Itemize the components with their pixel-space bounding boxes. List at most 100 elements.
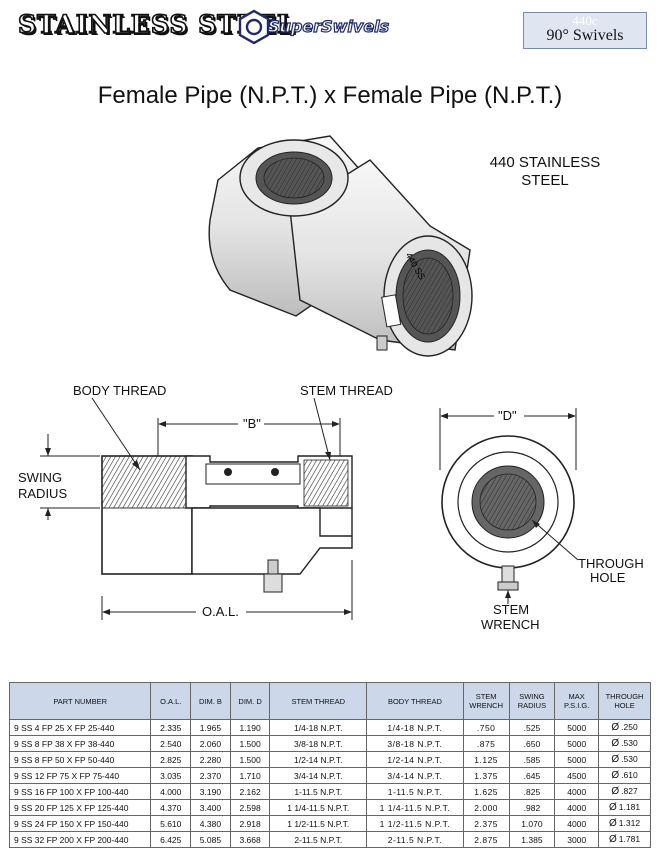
- cell-swing-radius: .585: [508, 751, 556, 768]
- through-hole-value: 1.181: [618, 802, 641, 812]
- cell-stem-wrench: .750: [462, 719, 510, 736]
- side-section-drawing: [40, 397, 353, 620]
- cell-dim-d: 1.710: [229, 767, 271, 784]
- cell-max-psig: 4000: [554, 815, 600, 832]
- cell-body-thread: 1-11.5 N.P.T.: [366, 783, 464, 800]
- col-stem-wrench: STEM WRENCH: [462, 682, 510, 720]
- material-note: 440 STAINLESS STEEL: [470, 154, 620, 190]
- cell-dim-b: 2.370: [190, 767, 231, 784]
- cell-dim-d: 2.162: [229, 783, 271, 800]
- diameter-symbol: Ø: [611, 738, 620, 749]
- cell-stem-thread: 2-11.5 N.P.T.: [269, 831, 368, 848]
- col-swing-radius: SWING RADIUS: [508, 682, 556, 720]
- cell-part-number: 9 SS 20 FP 125 X FP 125-440: [8, 799, 152, 816]
- cell-dim-d: 1.500: [229, 735, 271, 752]
- cell-part-number: 9 SS 16 FP 100 X FP 100-440: [8, 783, 152, 800]
- diameter-symbol: Ø: [609, 818, 617, 829]
- through-hole-label-1: THROUGH: [578, 556, 644, 571]
- table-header-row: PART NUMBER O.A.L. DIM. B DIM. D STEM TH…: [8, 682, 651, 720]
- table-row: 9 SS 24 FP 150 X FP 150-440 5.610 4.380 …: [8, 815, 651, 832]
- cell-stem-thread: 1/4-18 N.P.T.: [269, 719, 368, 736]
- cell-oal: 3.035: [150, 767, 192, 784]
- material-line-1: 440 STAINLESS: [489, 154, 601, 171]
- cell-max-psig: 4500: [554, 767, 600, 784]
- col-dim-d: DIM. D: [229, 682, 271, 720]
- cell-swing-radius: .982: [508, 799, 556, 816]
- cell-dim-b: 3.190: [190, 783, 231, 800]
- cell-max-psig: 5000: [554, 719, 600, 736]
- cell-dim-b: 4.380: [190, 815, 231, 832]
- swivel-3d-illustration: 440 SS: [208, 135, 473, 357]
- cell-swing-radius: 1.070: [508, 815, 556, 832]
- cell-dim-b: 5.085: [190, 831, 231, 848]
- cell-stem-thread: 1 1/4-11.5 N.P.T.: [269, 799, 368, 816]
- cell-stem-wrench: 2.000: [462, 799, 510, 816]
- cell-stem-wrench: 2.375: [462, 815, 510, 832]
- cell-through-hole: Ø.610: [598, 767, 651, 784]
- cell-part-number: 9 SS 12 FP 75 X FP 75-440: [8, 767, 152, 784]
- cell-max-psig: 5000: [554, 751, 600, 768]
- through-hole-value: .530: [621, 738, 638, 748]
- table-row: 9 SS 12 FP 75 X FP 75-440 3.035 2.370 1.…: [8, 767, 651, 784]
- cell-dim-d: 2.918: [229, 815, 271, 832]
- cell-stem-wrench: 2.875: [462, 831, 510, 848]
- col-body-thread: BODY THREAD: [366, 682, 464, 720]
- cell-stem-wrench: 1.125: [462, 751, 510, 768]
- through-hole-value: .610: [621, 770, 638, 780]
- cell-part-number: 9 SS 32 FP 200 X FP 200-440: [8, 831, 152, 848]
- cell-body-thread: 1/2-14 N.P.T.: [366, 751, 464, 768]
- superswivels-wordmark: SuperSwivels: [267, 16, 390, 36]
- cell-max-psig: 3000: [554, 831, 600, 848]
- series-name: 90° Swivels: [546, 27, 624, 44]
- table-row: 9 SS 8 FP 38 X FP 38-440 2.540 2.060 1.5…: [8, 735, 651, 752]
- series-code: 440c: [572, 13, 598, 28]
- page-header: STAINLESS STEEL SuperSwivels 440c 90° Sw…: [0, 0, 660, 52]
- cell-dim-d: 2.598: [229, 799, 271, 816]
- stem-thread-label: STEM THREAD: [300, 383, 393, 398]
- diameter-symbol: Ø: [611, 722, 620, 733]
- cell-dim-b: 3.400: [190, 799, 231, 816]
- hex-nut-icon: [238, 9, 270, 44]
- through-hole-value: .827: [621, 786, 638, 796]
- diameter-symbol: Ø: [611, 754, 620, 765]
- cell-stem-wrench: .875: [462, 735, 510, 752]
- cell-part-number: 9 SS 24 FP 150 X FP 150-440: [8, 815, 152, 832]
- body-thread-label: BODY THREAD: [73, 383, 167, 398]
- cell-part-number: 9 SS 8 FP 38 X FP 38-440: [8, 735, 152, 752]
- cell-stem-wrench: 1.375: [462, 767, 510, 784]
- table-row: 9 SS 16 FP 100 X FP 100-440 4.000 3.190 …: [8, 783, 651, 800]
- dim-b-label: "B": [243, 416, 261, 431]
- cell-through-hole: Ø.827: [598, 783, 651, 800]
- cell-oal: 2.540: [150, 735, 192, 752]
- superswivels-logo: SuperSwivels: [234, 8, 414, 44]
- dim-d-label: "D": [498, 408, 517, 423]
- swing-radius-label-1: SWING: [18, 470, 63, 485]
- cell-oal: 5.610: [150, 815, 192, 832]
- cell-stem-thread: 3/4-14 N.P.T.: [269, 767, 368, 784]
- cell-stem-thread: 1 1/2-11.5 N.P.T.: [269, 815, 368, 832]
- cell-body-thread: 3/4-14 N.P.T.: [366, 767, 464, 784]
- material-line-2: STEEL: [521, 172, 569, 189]
- cell-body-thread: 1 1/2-11.5 N.P.T.: [366, 815, 464, 832]
- series-box: 440c 90° Swivels: [523, 12, 647, 49]
- cell-swing-radius: 1.385: [508, 831, 556, 848]
- col-stem-thread: STEM THREAD: [269, 682, 368, 720]
- through-hole-value: .530: [621, 754, 638, 764]
- cell-oal: 2.335: [150, 719, 192, 736]
- stem-wrench-label-1: STEM: [493, 602, 530, 617]
- table-row: 9 SS 32 FP 200 X FP 200-440 6.425 5.085 …: [8, 831, 651, 848]
- cell-oal: 6.425: [150, 831, 192, 848]
- cell-body-thread: 1 1/4-11.5 N.P.T.: [366, 799, 464, 816]
- cell-dim-b: 2.060: [190, 735, 231, 752]
- cell-stem-thread: 1/2-14 N.P.T.: [269, 751, 368, 768]
- cell-swing-radius: .525: [508, 719, 556, 736]
- cell-swing-radius: .645: [508, 767, 556, 784]
- cell-oal: 2.825: [150, 751, 192, 768]
- through-hole-label-2: HOLE: [590, 570, 626, 585]
- table-row: 9 SS 8 FP 50 X FP 50-440 2.825 2.280 1.5…: [8, 751, 651, 768]
- cell-dim-d: 3.668: [229, 831, 271, 848]
- cell-oal: 4.370: [150, 799, 192, 816]
